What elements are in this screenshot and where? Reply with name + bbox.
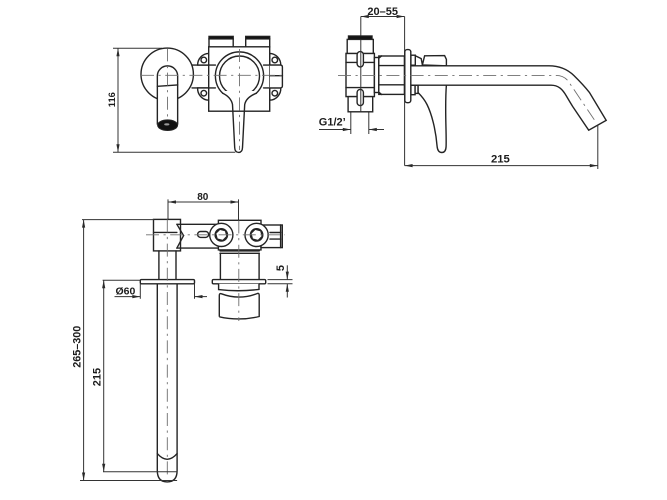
svg-text:80: 80 xyxy=(197,192,209,203)
svg-text:20–55: 20–55 xyxy=(367,6,398,18)
svg-text:215: 215 xyxy=(92,368,104,386)
svg-text:215: 215 xyxy=(491,153,510,165)
svg-text:116: 116 xyxy=(107,92,117,107)
svg-text:Ø60: Ø60 xyxy=(116,286,136,298)
svg-text:G1/2’: G1/2’ xyxy=(319,117,346,129)
svg-text:5: 5 xyxy=(275,265,287,271)
svg-text:265–300: 265–300 xyxy=(71,326,83,368)
